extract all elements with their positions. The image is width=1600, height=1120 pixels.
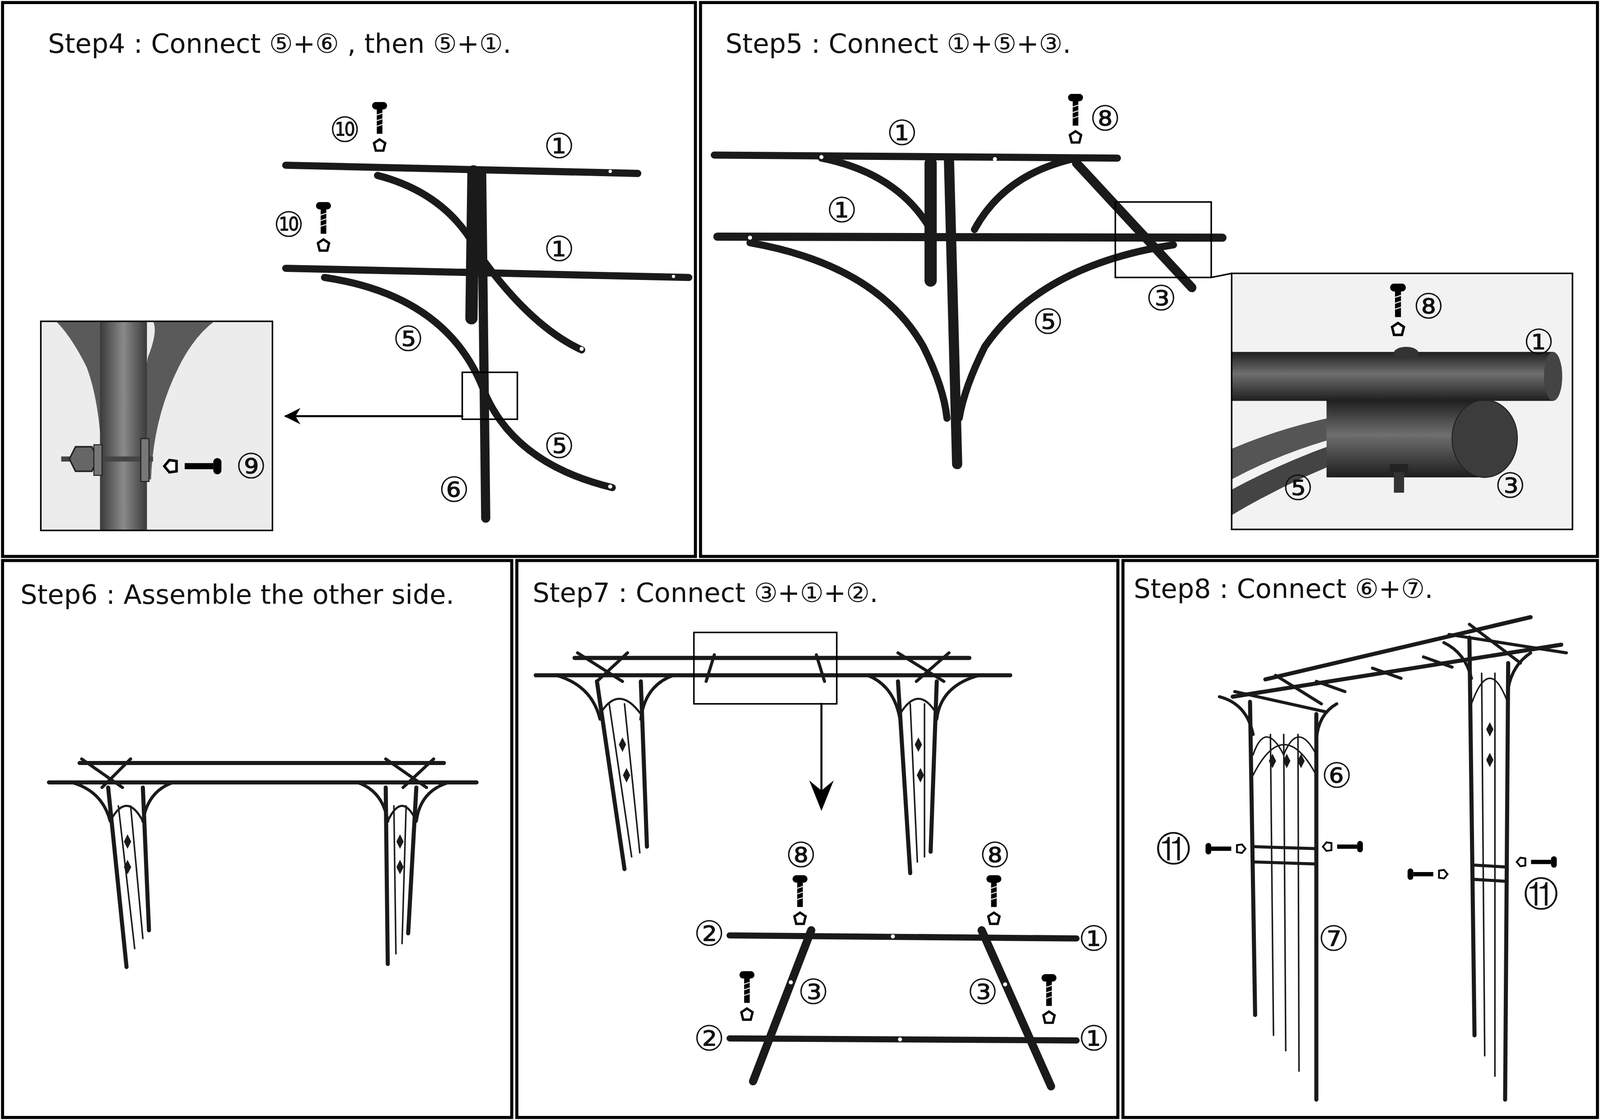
callout-number: ⑤ bbox=[543, 428, 575, 464]
step4-detail-inset bbox=[40, 321, 273, 531]
callout-number: ③ bbox=[1145, 280, 1177, 316]
callout-number: ① bbox=[1078, 921, 1110, 957]
callout-number: ⑧ bbox=[1413, 288, 1445, 324]
callout-number: ⑩ bbox=[273, 207, 305, 243]
step-heading: Step4 : Connect ⑤+⑥ , then ⑤+①. bbox=[47, 28, 512, 61]
step5-detail-inset bbox=[1231, 273, 1573, 530]
callout-number: ⑤ bbox=[392, 321, 424, 356]
step-panel: Step8 : Connect ⑥+⑦. bbox=[1121, 559, 1599, 1120]
step5-illustration bbox=[714, 154, 1232, 464]
callout-number: ② bbox=[693, 915, 725, 951]
callout-number: ③ bbox=[1494, 468, 1526, 504]
step-heading: Step6 : Assemble the other side. bbox=[20, 579, 455, 612]
callout-number: ⑤ bbox=[1032, 303, 1064, 339]
callout-number: ⑪ bbox=[1156, 831, 1191, 867]
callout-number: ⑪ bbox=[1523, 876, 1559, 911]
step6-arbor bbox=[48, 758, 477, 967]
step8-arbor bbox=[1219, 617, 1567, 1100]
step-panel: Step7 : Connect ③+①+②. bbox=[515, 559, 1120, 1120]
step-heading: Step7 : Connect ③+①+②. bbox=[532, 577, 879, 609]
step-heading: Step5 : Connect ①+⑤+③. bbox=[725, 28, 1072, 61]
step-panel: Step4 : Connect ⑤+⑥ , then ⑤+①. bbox=[0, 0, 697, 558]
callout-number: ① bbox=[826, 192, 858, 228]
callout-number: ⑨ bbox=[235, 448, 267, 484]
callout-number: ⑥ bbox=[438, 472, 470, 508]
callout-number: ⑧ bbox=[1089, 101, 1121, 136]
callout-number: ① bbox=[1078, 1021, 1110, 1056]
step-panel: Step6 : Assemble the other side. bbox=[0, 559, 514, 1120]
step-heading: Step8 : Connect ⑥+⑦. bbox=[1133, 573, 1433, 605]
callout-number: ② bbox=[693, 1021, 725, 1056]
callout-number: ① bbox=[543, 231, 575, 267]
callout-number: ① bbox=[1523, 324, 1555, 360]
callout-number: ① bbox=[886, 115, 918, 150]
step-panel: Step5 : Connect ①+⑤+③. bbox=[699, 0, 1600, 558]
callout-number: ① bbox=[543, 128, 575, 164]
callout-number: ⑧ bbox=[979, 837, 1011, 873]
callout-number: ⑤ bbox=[1282, 470, 1314, 505]
callout-number: ⑩ bbox=[329, 111, 361, 147]
callout-number: ③ bbox=[967, 974, 999, 1009]
callout-number: ⑧ bbox=[785, 837, 817, 873]
callout-number: ⑥ bbox=[1321, 757, 1353, 793]
callout-number: ③ bbox=[797, 974, 829, 1009]
step4-illustration bbox=[285, 165, 690, 519]
callout-number: ⑦ bbox=[1318, 921, 1350, 957]
step7-arbor bbox=[535, 632, 1077, 1087]
